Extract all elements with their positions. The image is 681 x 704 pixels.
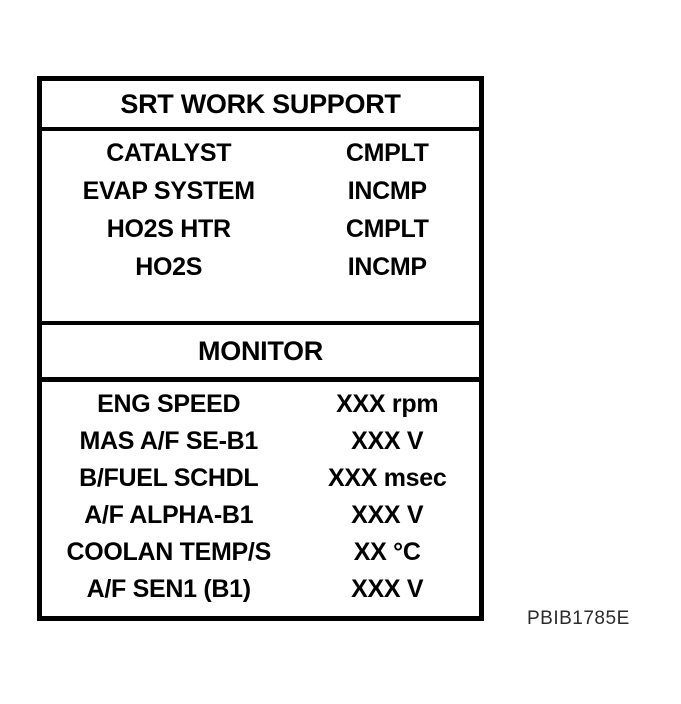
figure-id-label: PBIB1785E [527,608,630,629]
monitor-section-title: MONITOR [198,335,323,366]
monitor-row: B/FUEL SCHDL XXX msec [42,460,479,497]
row-value: XXX V [351,575,424,603]
monitor-list: ENG SPEED XXX rpm MAS A/F SE-B1 XXX V B/… [42,382,479,616]
srt-section-header: SRT WORK SUPPORT [42,81,479,131]
monitor-row: COOLAN TEMP/S XX °C [42,534,479,571]
diagnostic-screen-panel: SRT WORK SUPPORT CATALYST CMPLT EVAP SYS… [37,76,484,621]
row-value: XXX rpm [336,390,439,418]
row-value: INCMP [347,176,427,205]
srt-status-row: HO2S INCMP [42,248,479,286]
row-label: COOLAN TEMP/S [66,538,272,566]
row-label: ENG SPEED [97,390,241,418]
row-label: CATALYST [106,138,232,167]
row-label: A/F ALPHA-B1 [84,501,254,529]
srt-status-list: CATALYST CMPLT EVAP SYSTEM INCMP HO2S HT… [42,131,479,325]
row-value: XX °C [353,538,421,566]
monitor-row: MAS A/F SE-B1 XXX V [42,423,479,460]
srt-status-row: HO2S HTR CMPLT [42,210,479,248]
row-label: EVAP SYSTEM [82,176,256,205]
row-value: CMPLT [345,138,429,167]
srt-section-title: SRT WORK SUPPORT [120,88,401,119]
monitor-row: ENG SPEED XXX rpm [42,386,479,423]
row-value: XXX msec [327,464,447,492]
row-value: XXX V [351,501,424,529]
row-value: CMPLT [345,214,429,243]
srt-status-row: CATALYST CMPLT [42,134,479,172]
monitor-section-header: MONITOR [42,325,479,382]
srt-status-row: EVAP SYSTEM INCMP [42,172,479,210]
row-label: A/F SEN1 (B1) [86,575,251,603]
row-value: XXX V [351,427,424,455]
row-label: MAS A/F SE-B1 [79,427,258,455]
row-label: HO2S [135,252,203,281]
row-label: B/FUEL SCHDL [79,464,259,492]
row-label: HO2S HTR [106,214,231,243]
monitor-row: A/F SEN1 (B1) XXX V [42,571,479,608]
row-value: INCMP [347,252,427,281]
monitor-row: A/F ALPHA-B1 XXX V [42,497,479,534]
